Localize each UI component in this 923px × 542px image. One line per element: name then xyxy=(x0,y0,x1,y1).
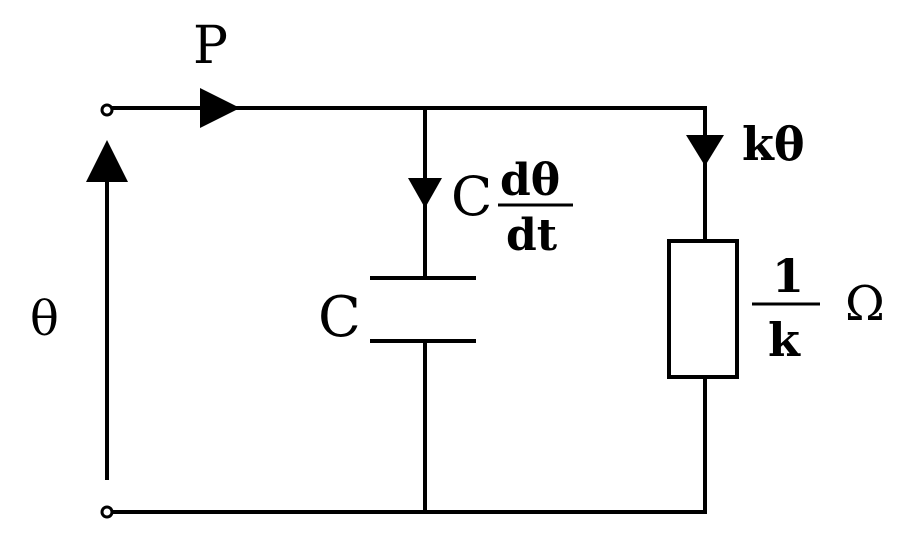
resistor-current-label: kθ xyxy=(742,117,805,171)
temperature-label: θ xyxy=(30,291,59,347)
heat-capacity-label: C xyxy=(318,285,361,350)
resistance-numerator: 1 xyxy=(772,249,804,303)
cap-current-denominator: dt xyxy=(506,210,558,261)
resistance-denominator: k xyxy=(768,313,801,367)
top-terminal xyxy=(100,103,114,117)
resistor xyxy=(667,239,739,379)
resistor-current-arrow xyxy=(686,135,724,166)
power-label: P xyxy=(193,16,228,76)
bottom-terminal xyxy=(100,505,114,519)
ohm-unit-label: Ω xyxy=(845,276,885,332)
capacitor-current-arrow xyxy=(408,178,442,208)
cap-current-numerator: dθ xyxy=(500,155,560,206)
temperature-arrow xyxy=(86,140,128,182)
power-arrow xyxy=(200,88,240,128)
cap-current-coefficient: C xyxy=(451,165,492,228)
